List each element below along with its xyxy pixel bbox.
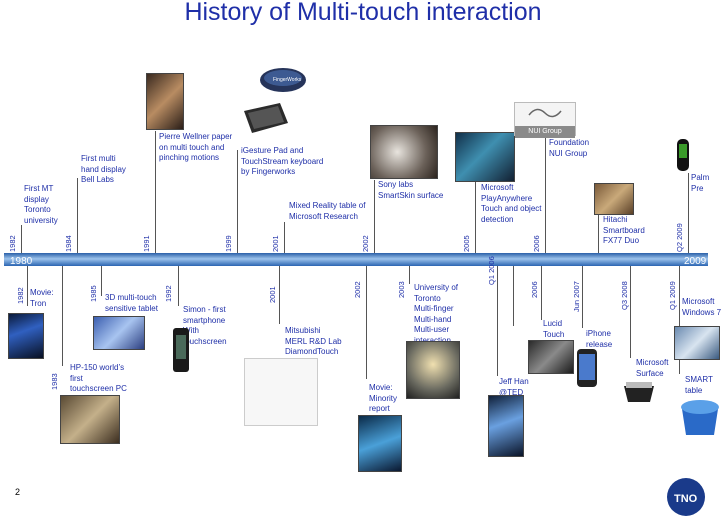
tno-logo-text: TNO (674, 493, 698, 505)
jeff-han-photo (488, 395, 524, 457)
year-label: 2002 (353, 281, 362, 298)
minority-report-photo (358, 415, 402, 472)
wellner-desk-photo (146, 73, 184, 130)
timeline-end: 2009 (684, 256, 707, 267)
connector-line (237, 150, 238, 255)
connector-line (279, 266, 280, 324)
connector-line (541, 266, 542, 320)
year-label: 2005 (462, 235, 471, 252)
toronto-interaction-photo (406, 341, 460, 399)
iphone-photo (576, 348, 598, 388)
playanywhere-photo (455, 132, 515, 182)
tno-logo: TNO (666, 477, 706, 517)
year-label: Q1 2006 (487, 256, 496, 285)
hitachi-photo (594, 183, 634, 215)
connector-line (497, 266, 498, 376)
lucid-touch-photo (528, 340, 574, 374)
year-label: 2003 (397, 281, 406, 298)
event-text: Movie:Tron (30, 288, 54, 308)
connector-line (475, 182, 476, 255)
hp150-photo (60, 395, 120, 444)
palm-pre-photo (676, 138, 690, 172)
smart-table-photo (678, 397, 722, 437)
tron-photo (8, 313, 44, 359)
connector-line (630, 266, 631, 358)
year-label: 1991 (142, 235, 151, 252)
year-label: 1982 (8, 235, 17, 252)
timeline-start: 1980 (10, 256, 33, 267)
connector-line (366, 266, 367, 379)
connector-line (688, 173, 689, 255)
year-label: Q1 2009 (668, 281, 677, 310)
year-label: 1984 (64, 235, 73, 252)
connector-line (27, 266, 28, 306)
slide-title: History of Multi-touch interaction (184, 0, 542, 26)
year-label: 2001 (271, 235, 280, 252)
connector-line (545, 138, 546, 255)
year-label: 2002 (361, 235, 370, 252)
smartskin-photo (370, 125, 438, 179)
year-label: 1983 (50, 373, 59, 390)
connector-line (374, 180, 375, 255)
year-label: 2006 (530, 281, 539, 298)
year-label: 2006 (532, 235, 541, 252)
connector-line (598, 212, 599, 255)
year-label: 1982 (16, 287, 25, 304)
fingerworks-logo-text: FingerWorks (273, 77, 302, 83)
year-label: Q2 2009 (675, 223, 684, 252)
fingerworks-pad-photo: FingerWorks (259, 64, 307, 94)
tablet-photo (93, 316, 145, 350)
connector-line (101, 266, 102, 296)
connector-line (582, 266, 583, 328)
nui-group-logo: NUI Group (514, 102, 576, 138)
year-label: Jun 2007 (572, 281, 581, 312)
nui-group-label: NUI Group (515, 126, 575, 138)
connector-line (178, 266, 179, 306)
simon-phone-photo (172, 327, 190, 373)
connector-line (513, 266, 514, 326)
connector-line (409, 266, 410, 284)
diamondtouch-gestures-photo (244, 358, 318, 426)
igesture-pad-photo (240, 101, 290, 135)
windows7-photo (674, 326, 720, 360)
timeline-bar (4, 253, 708, 266)
connector-line (21, 225, 22, 255)
year-label: Q3 2008 (620, 281, 629, 310)
connector-line (62, 266, 63, 366)
year-label: 1985 (89, 285, 98, 302)
connector-line (284, 222, 285, 255)
year-label: 1992 (164, 285, 173, 302)
page-number: 2 (15, 487, 21, 497)
event-text: Jeff Han@TED (499, 377, 529, 397)
connector-line (77, 178, 78, 255)
microsoft-surface-photo (622, 378, 656, 404)
connector-line (155, 131, 156, 255)
year-label: 1999 (224, 235, 233, 252)
year-label: 2001 (268, 286, 277, 303)
connector-line (679, 266, 680, 374)
